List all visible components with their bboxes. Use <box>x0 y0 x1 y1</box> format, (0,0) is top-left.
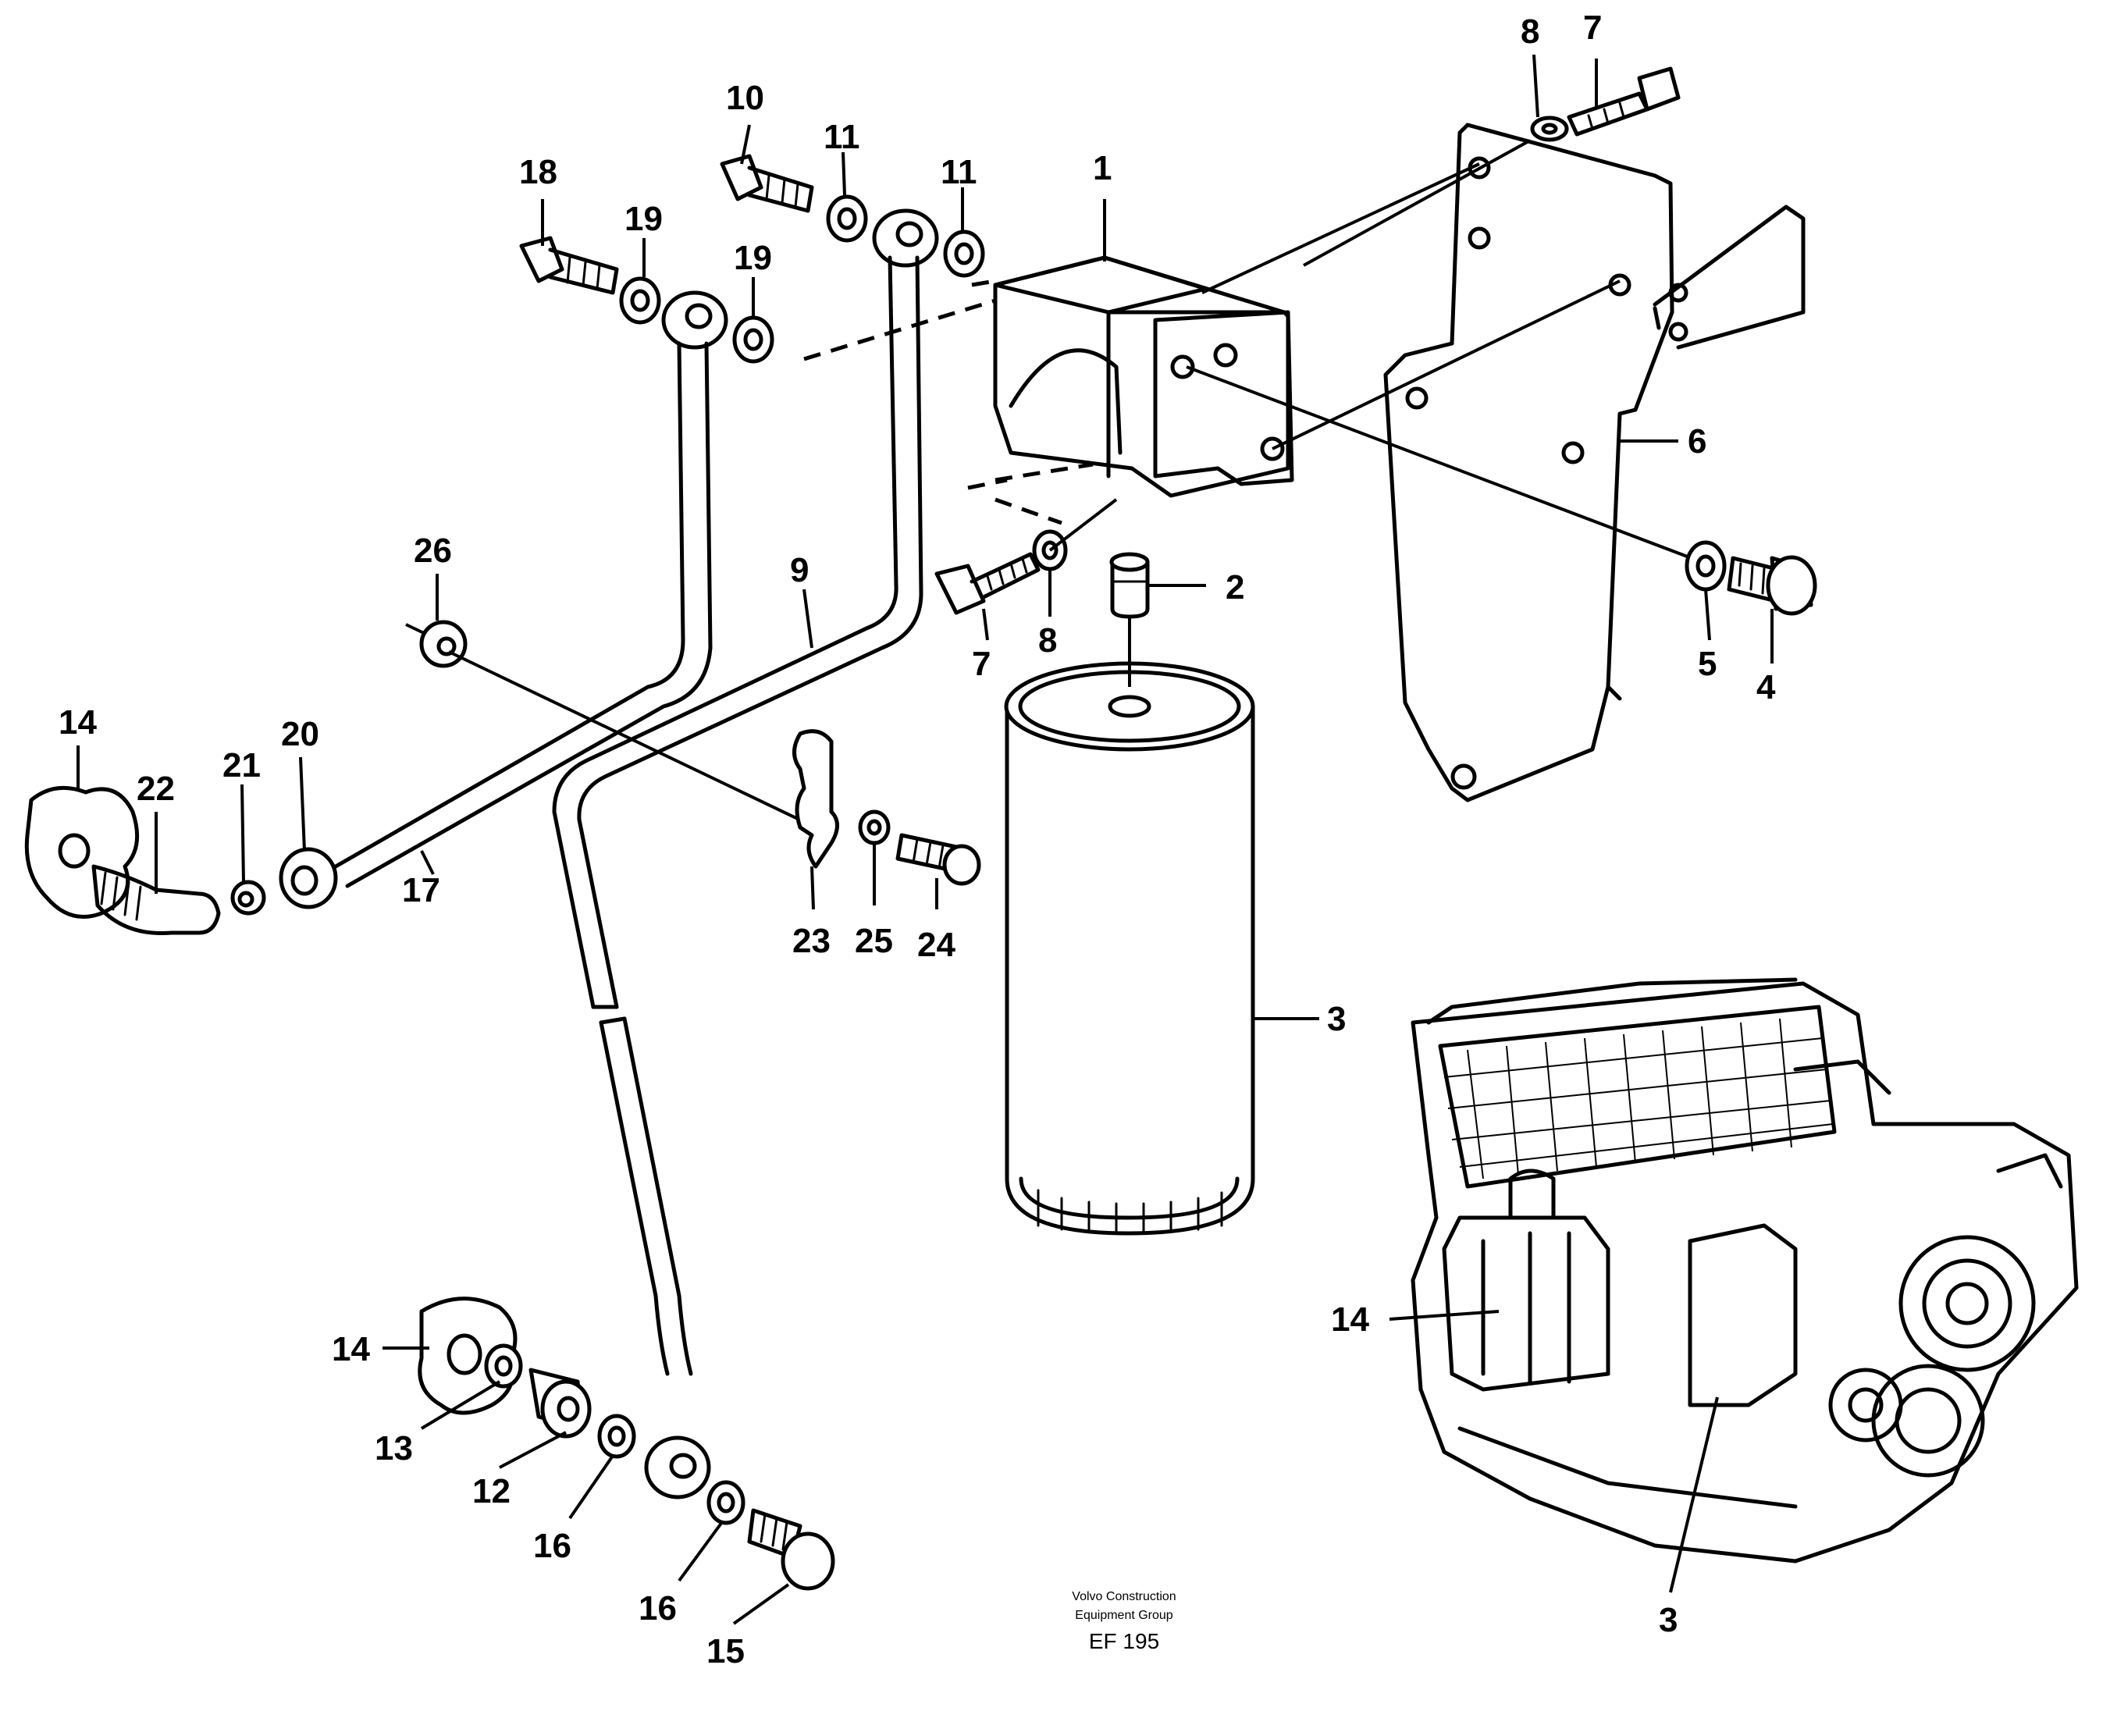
callout-8-washer: 8 <box>1038 621 1057 660</box>
callout-10: 10 <box>726 79 764 117</box>
pipe-17 <box>333 341 713 888</box>
leader-14-engine <box>1389 1310 1500 1321</box>
company-name-line2: Equipment Group <box>1075 1609 1173 1622</box>
callout-7-top: 7 <box>1583 9 1602 47</box>
nut-26 <box>419 620 468 668</box>
filter-cartridge <box>1004 661 1255 1236</box>
callout-14-engine: 14 <box>1331 1300 1369 1339</box>
callout-25: 25 <box>855 922 893 960</box>
engine-illustration <box>1411 977 2079 1563</box>
washer-19-right <box>732 315 774 364</box>
callout-19-a: 19 <box>624 200 663 238</box>
callout-13: 13 <box>375 1429 413 1467</box>
leader-12 <box>499 1431 567 1469</box>
leader-13 <box>420 1380 501 1430</box>
callout-8-top: 8 <box>1521 12 1539 51</box>
leader-20 <box>299 756 306 852</box>
elbow-22 <box>91 864 221 936</box>
banjo-eye-9 <box>872 208 939 268</box>
washer-16-upper <box>597 1414 636 1459</box>
leader-23 <box>810 866 815 910</box>
company-name-line1: Volvo Construction <box>1072 1590 1176 1603</box>
leader-17 <box>420 850 435 875</box>
pipe-9 <box>552 255 923 1376</box>
banjo-eye-17 <box>661 290 728 350</box>
bolt-7-lower <box>934 552 1041 615</box>
bolt-4 <box>1727 555 1817 616</box>
callout-2: 2 <box>1226 568 1244 607</box>
bolt-7-top <box>1567 66 1681 137</box>
callout-5: 5 <box>1698 645 1717 683</box>
washer-8-top <box>1530 116 1569 142</box>
leader-8-top <box>1532 54 1539 118</box>
adapter-12 <box>528 1368 592 1439</box>
callout-19-b: 19 <box>734 239 772 277</box>
callout-4: 4 <box>1756 668 1776 706</box>
callout-16-b: 16 <box>639 1589 677 1628</box>
banjo-eye-bottom <box>644 1435 711 1499</box>
callout-12: 12 <box>472 1472 511 1510</box>
leader-11-left <box>842 151 846 196</box>
figure-code: EF 195 <box>1089 1629 1159 1653</box>
washer-19-left <box>619 276 661 325</box>
callout-3-engine: 3 <box>1659 1601 1678 1639</box>
leader-9 <box>802 589 813 649</box>
washer-16-lower <box>706 1480 745 1525</box>
mounting-bracket-plate <box>1383 123 1806 802</box>
callout-1: 1 <box>1093 149 1112 187</box>
banjo-bolt-15 <box>747 1508 835 1591</box>
callout-9: 9 <box>790 551 809 589</box>
banjo-bolt-10 <box>720 154 814 213</box>
callout-26: 26 <box>414 532 452 570</box>
screw-24 <box>895 833 981 886</box>
callout-6: 6 <box>1688 422 1706 461</box>
leader-16-b <box>678 1521 724 1582</box>
callout-17: 17 <box>402 871 440 909</box>
nipple <box>1109 552 1150 687</box>
callout-14-bottom: 14 <box>332 1330 370 1368</box>
callout-23: 23 <box>792 922 831 960</box>
callout-20: 20 <box>281 715 319 753</box>
leader-7-bolt <box>982 608 989 641</box>
washer-5 <box>1685 540 1727 592</box>
washer-13 <box>484 1343 523 1389</box>
callout-24: 24 <box>917 926 955 964</box>
leader-3-engine <box>1669 1396 1719 1593</box>
filter-head <box>993 255 1294 498</box>
leader-16-a <box>568 1454 614 1520</box>
callout-11-right: 11 <box>941 153 977 191</box>
washer-25 <box>858 809 891 845</box>
clamp-23 <box>792 729 839 869</box>
leader-21 <box>240 784 245 883</box>
callout-22: 22 <box>137 770 175 808</box>
callout-18: 18 <box>519 153 557 191</box>
callout-7-bolt: 7 <box>972 645 991 683</box>
banjo-bolt-18 <box>519 236 619 295</box>
engine-port-14-left <box>24 785 140 919</box>
leader-15 <box>732 1583 790 1625</box>
callout-11-left: 11 <box>824 118 860 156</box>
washer-11-right <box>943 229 985 278</box>
nut-20 <box>279 847 338 909</box>
callout-21: 21 <box>222 746 261 784</box>
washer-11-left <box>826 194 868 243</box>
callout-3-filter: 3 <box>1327 1000 1346 1038</box>
leader-5 <box>1704 589 1711 641</box>
ring-21 <box>230 880 266 916</box>
callout-14-left: 14 <box>59 703 97 742</box>
leader-10 <box>740 124 751 165</box>
callout-15: 15 <box>706 1632 745 1670</box>
callout-16-a: 16 <box>533 1527 571 1565</box>
